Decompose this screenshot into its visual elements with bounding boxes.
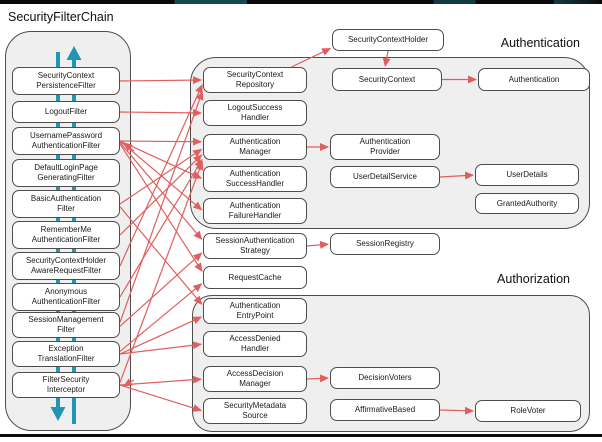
authentication-group-label: Authentication <box>500 36 580 50</box>
node-defaultloginpage-generatingfilter: DefaultLoginPage GeneratingFilter <box>12 159 120 187</box>
arrow-anonymous-to-authManager <box>119 158 203 298</box>
node-securitymetadata-source: SecurityMetadata Source <box>203 398 307 424</box>
node-authentication-entrypoint: Authentication EntryPoint <box>203 298 307 324</box>
node-exception-translationfilter: Exception TranslationFilter <box>12 341 120 367</box>
arrow-scpf-to-scRepo <box>119 76 203 85</box>
bottom-border-bar <box>0 434 602 437</box>
node-filtersecurity-interceptor: FilterSecurity Interceptor <box>12 372 120 398</box>
arrow-schAware-to-scRepo <box>119 84 203 267</box>
node-securitycontext-repository: SecurityContext Repository <box>203 67 307 93</box>
arrow-upaf-to-sessionAuthStrategy <box>119 142 203 241</box>
node-rolevoter: RoleVoter <box>475 400 581 422</box>
node-authentication-successhandler: Authentication SuccessHandler <box>203 166 307 192</box>
arrow-sessionMgmt-to-sessionAuthStrategy <box>119 252 203 327</box>
arrow-fsi-to-securityMetadata <box>119 384 203 412</box>
node-securitycontext: SecurityContext <box>332 68 442 91</box>
node-accessdecision-manager: AccessDecision Manager <box>203 366 307 392</box>
arrow-upaf-to-authSuccess <box>119 140 203 179</box>
node-decisionvoters: DecisionVoters <box>330 367 440 389</box>
top-border-bar <box>0 0 602 4</box>
node-authentication-provider: Authentication Provider <box>330 134 440 160</box>
node-authentication: Authentication <box>478 68 590 91</box>
node-securitycontextholder-awarerequestfilter: SecurityContextHolder AwareRequestFilter <box>12 252 120 280</box>
arrow-fsi-to-authManager <box>119 160 204 383</box>
node-securitycontextholder: SecurityContextHolder <box>332 29 444 51</box>
incoming-arrowhead-upaf <box>123 142 135 152</box>
node-authentication-manager: Authentication Manager <box>203 134 307 160</box>
node-sessionauthentication-strategy: SessionAuthentication Strategy <box>203 233 307 259</box>
node-anonymous-authenticationfilter: Anonymous AuthenticationFilter <box>12 283 120 311</box>
node-sessionmanagement-filter: SessionManagement Filter <box>12 312 120 338</box>
node-rememberme-authenticationfilter: RememberMe AuthenticationFilter <box>12 221 120 249</box>
authorization-group-label: Authorization <box>497 272 570 286</box>
node-userdetails: UserDetails <box>475 164 579 186</box>
arrow-basicAuth-to-authEntryPoint <box>119 206 203 306</box>
arrow-upaf-to-authManager <box>119 137 203 146</box>
node-authentication-failurehandler: Authentication FailureHandler <box>203 198 307 224</box>
arrow-userDetailService-to-userDetails <box>439 171 475 180</box>
node-usernamepassword-authenticationfilter: UsernamePassword AuthenticationFilter <box>12 127 120 155</box>
request-flow-down-arrow <box>50 407 66 421</box>
arrow-accessDecision-to-decisionVoters <box>306 374 330 383</box>
node-basicauthentication-filter: BasicAuthentication Filter <box>12 190 120 218</box>
arrow-scRepo-to-scHolder <box>291 48 332 68</box>
arrow-excTrans-to-accessDenied <box>119 341 203 355</box>
arrow-sessionMgmt-to-scRepo <box>119 90 204 323</box>
node-accessdenied-handler: AccessDenied Handler <box>203 331 307 357</box>
node-affirmativebased: AffirmativeBased <box>330 399 440 421</box>
node-sessionregistry: SessionRegistry <box>330 233 440 255</box>
page-title: SecurityFilterChain <box>8 10 114 24</box>
node-logoutsuccess-handler: LogoutSuccess Handler <box>203 100 307 126</box>
node-logoutfilter: LogoutFilter <box>12 101 120 123</box>
arrow-rememberMe-to-authManager <box>119 154 203 236</box>
arrow-affirmativeBased-to-roleVoter <box>439 406 475 415</box>
arrow-sessionAuthStrategy-to-sessionRegistry <box>306 240 330 249</box>
arrow-excTrans-to-requestCache <box>119 283 203 352</box>
node-requestcache: RequestCache <box>203 266 307 289</box>
arrow-logoutFilter-to-logoutSuccess <box>119 108 203 117</box>
arrow-scHolder-to-securityContext <box>382 50 391 68</box>
node-grantedauthority: GrantedAuthority <box>475 193 579 214</box>
arrow-fsi-to-accessDecision <box>119 375 203 386</box>
response-flow-up-arrow <box>66 46 82 60</box>
node-securitycontext-persistencefilter: SecurityContext PersistenceFilter <box>12 67 120 95</box>
node-userdetailservice: UserDetailService <box>330 166 440 188</box>
